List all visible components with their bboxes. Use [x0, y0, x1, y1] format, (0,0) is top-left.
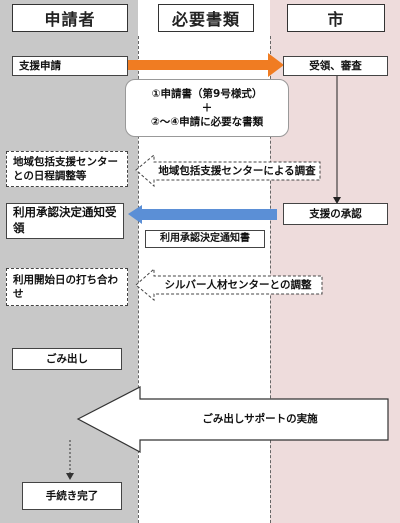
city-lane-header: 市 [287, 4, 385, 32]
lane-divider [138, 36, 139, 523]
required-documents-line2: ②～④申請に必要な書類 [150, 116, 264, 129]
garbage-out-box: ごみ出し [12, 348, 122, 370]
silver-center-coordination-label: シルバー人材センターとの調整 [164, 278, 312, 291]
support-application-box: 支援申請 [12, 56, 128, 76]
completion-connector-arrowhead [66, 473, 74, 480]
approval-box: 支援の承認 [283, 203, 388, 225]
required-documents-box: ①申請書（第9号様式） ＋ ②～④申請に必要な書類 [125, 79, 289, 137]
garbage-support-arrow [76, 386, 389, 453]
start-date-meeting-box: 利用開始日の打ち合わせ [6, 268, 128, 306]
orange-flow-arrow [124, 53, 284, 77]
applicant-lane-header: 申請者 [12, 4, 128, 32]
approval-notice-box: 利用承認決定通知書 [145, 230, 265, 248]
coordination-dashed-arrow [135, 267, 323, 302]
garbage-support-label: ごみ出しサポートの実施 [202, 412, 318, 425]
approval-notice-received-box: 利用承認決定通知受領 [6, 203, 124, 239]
required-documents-plus: ＋ [201, 101, 213, 114]
blue-flow-arrow [128, 205, 277, 224]
documents-lane-header: 必要書類 [158, 4, 254, 32]
schedule-adjustment-box: 地域包括支援センターとの日程調整等 [6, 151, 128, 187]
receipt-review-box: 受領、審査 [283, 56, 388, 76]
required-documents-line1: ①申請書（第9号様式） [151, 87, 263, 100]
city-connector-arrowhead [333, 197, 341, 204]
survey-dashed-arrow [135, 153, 321, 188]
center-survey-label: 地域包括支援センターによる調査 [158, 164, 316, 177]
complete-box: 手続き完了 [22, 482, 122, 510]
